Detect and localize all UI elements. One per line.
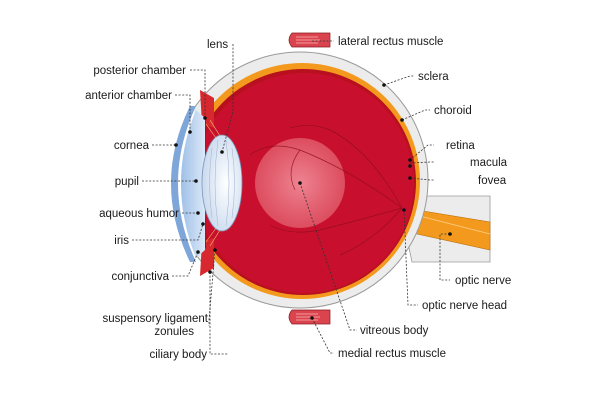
aqueous-humor [181,110,205,258]
label-retina: retina [446,140,475,152]
label-iris: iris [114,235,129,247]
label-anterior-chamber: anterior chamber [85,90,172,102]
medial-rectus-muscle [288,309,331,325]
label-posterior-chamber: posterior chamber [93,65,186,77]
label-conjunctiva: conjunctiva [111,271,169,283]
label-lateral-rectus-muscle: lateral rectus muscle [338,36,443,48]
label-fovea: fovea [478,175,507,187]
lateral-rectus-muscle [288,32,331,48]
label-optic-nerve: optic nerve [455,275,511,287]
label-pupil: pupil [115,176,139,188]
label-ciliary-body: ciliary body [149,349,207,361]
label-dots [174,83,452,320]
labels: lens lateral rectus muscle posterior cha… [85,36,511,361]
zonules [205,119,221,247]
label-optic-nerve-head: optic nerve head [422,300,507,312]
label-lens: lens [207,39,228,51]
label-medial-rectus-muscle: medial rectus muscle [338,348,446,360]
label-sclera: sclera [418,71,449,83]
lens [201,134,243,232]
label-aqueous-humor: aqueous humor [99,208,179,220]
leader-lines [132,40,450,355]
label-zonules: zonules [154,326,194,338]
retinal-vessels [249,125,403,256]
label-macula: macula [470,157,508,169]
label-cornea: cornea [114,140,150,152]
label-vitreous-body: vitreous body [360,325,429,337]
label-choroid: choroid [434,105,472,117]
label-suspensory-ligament: suspensory ligament [103,313,209,325]
